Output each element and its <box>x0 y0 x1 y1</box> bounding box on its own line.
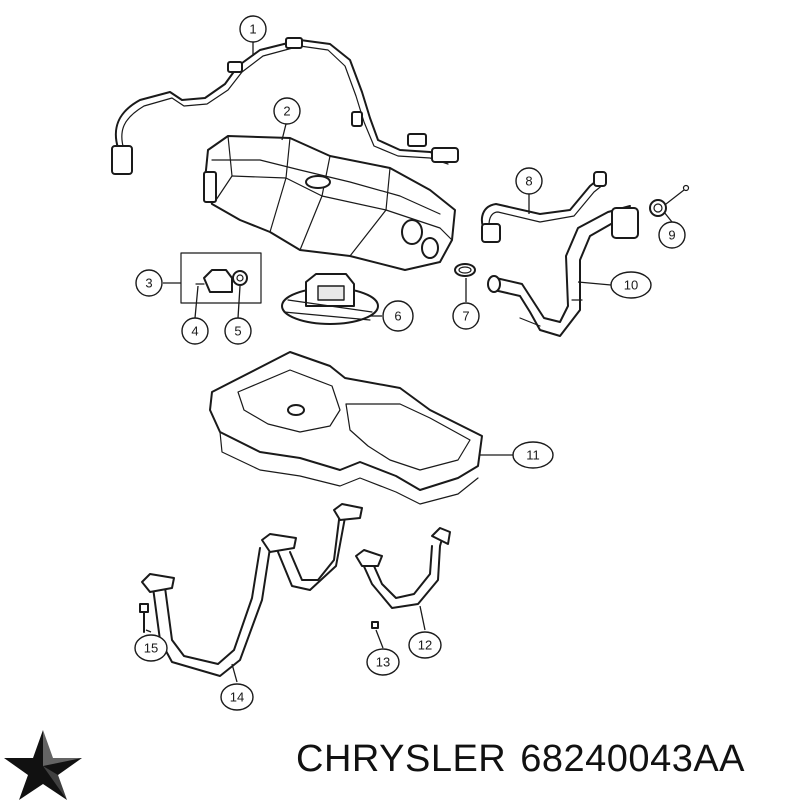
callout-4: 4 <box>181 317 209 345</box>
callout-11: 11 <box>512 441 554 469</box>
part-2-fuel-tank <box>203 135 456 271</box>
part-7-hose-clamp <box>454 263 476 277</box>
svg-text:9: 9 <box>668 228 675 243</box>
svg-text:4: 4 <box>191 324 198 339</box>
svg-text:14: 14 <box>230 690 244 705</box>
callout-13: 13 <box>366 648 400 676</box>
part-3-sensor-assembly <box>180 252 262 304</box>
part-caption: CHRYSLER 68240043AA <box>296 738 759 781</box>
part-10-filler-tube <box>487 205 639 337</box>
callout-3: 3 <box>135 269 163 297</box>
leader-lines <box>145 42 673 683</box>
svg-text:13: 13 <box>376 655 390 670</box>
svg-text:7: 7 <box>462 309 469 324</box>
callout-6: 6 <box>382 300 414 332</box>
callout-5: 5 <box>224 317 252 345</box>
part-number: 68240043AA <box>520 738 746 780</box>
part-13-bolt <box>371 621 379 629</box>
svg-text:10: 10 <box>624 278 638 293</box>
callout-12: 12 <box>408 631 442 659</box>
part-15-bolt <box>139 603 149 633</box>
callout-2: 2 <box>273 97 301 125</box>
svg-text:11: 11 <box>526 448 540 463</box>
callout-1: 1 <box>239 15 267 43</box>
part-1-vent-harness <box>111 37 459 175</box>
svg-text:8: 8 <box>525 174 532 189</box>
callout-8: 8 <box>515 167 543 195</box>
part-11-skid-plate <box>209 351 483 505</box>
callout-14: 14 <box>220 683 254 711</box>
pentastar-logo-icon <box>4 730 82 800</box>
part-12-tank-strap <box>355 527 451 609</box>
callout-15: 15 <box>134 634 168 662</box>
part-9-cap-connector <box>649 184 690 217</box>
brand-name: CHRYSLER <box>296 738 507 780</box>
svg-text:3: 3 <box>145 276 152 291</box>
part-14-tank-strap <box>141 503 363 677</box>
svg-text:15: 15 <box>144 641 158 656</box>
callout-10: 10 <box>610 271 652 299</box>
svg-text:12: 12 <box>418 638 432 653</box>
svg-text:1: 1 <box>249 22 256 37</box>
svg-text:5: 5 <box>234 324 241 339</box>
part-6-fuel-pump-module <box>281 273 379 325</box>
svg-text:6: 6 <box>394 309 401 324</box>
part-8-vent-hose <box>480 171 607 243</box>
callout-9: 9 <box>658 221 686 249</box>
svg-text:2: 2 <box>283 104 290 119</box>
callout-7: 7 <box>452 302 480 330</box>
